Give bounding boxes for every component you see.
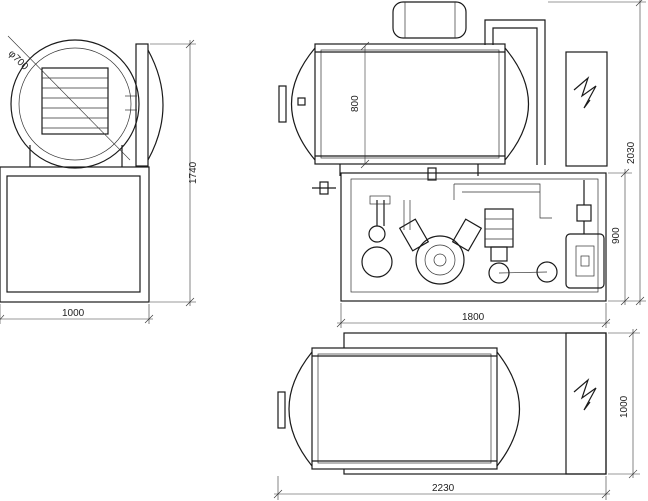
machine-height-label: 900 (611, 227, 622, 244)
front-height-label: 1740 (188, 161, 199, 184)
top-width-label: 1000 (619, 395, 630, 418)
front-width-label: 1000 (62, 308, 85, 319)
side-view: 800 (278, 0, 646, 328)
compressor (415, 235, 465, 285)
lightning-bolt-icon (573, 76, 597, 109)
lightning-bolt-icon (573, 378, 597, 411)
side-door-handle (278, 85, 287, 123)
shelf-rack (41, 67, 109, 135)
vacuum-pump (565, 233, 605, 289)
top-chamber-left-dome (288, 351, 313, 467)
chamber-front-circle (10, 39, 140, 169)
top-electrical-cabinet (565, 332, 607, 475)
chamber-door-frame (135, 43, 149, 167)
chamber-height-label: 800 (350, 95, 361, 112)
side-chamber-right-dome (504, 47, 530, 161)
side-total-height-label: 2030 (626, 141, 637, 164)
machine-compartment (340, 172, 607, 302)
side-chamber-body (314, 43, 506, 165)
electrical-cabinet (565, 51, 608, 167)
front-cabinet-panel (6, 175, 141, 293)
top-chamber-right-dome (496, 351, 521, 467)
machine-length-label: 1800 (462, 312, 485, 323)
front-view: φ700 1740 1000 (0, 35, 199, 324)
top-view: 1000 2230 (273, 328, 640, 500)
pump-motor (484, 208, 514, 248)
front-base-cabinet (0, 166, 150, 303)
front-diameter-label: φ700 (6, 48, 30, 72)
side-chamber-left-dome (290, 47, 316, 161)
receiver-tank (361, 246, 393, 278)
top-total-length-label: 2230 (432, 483, 455, 494)
chamber-door-dome (147, 49, 164, 161)
top-chamber-body (311, 347, 498, 470)
top-storage-tank (392, 1, 467, 39)
